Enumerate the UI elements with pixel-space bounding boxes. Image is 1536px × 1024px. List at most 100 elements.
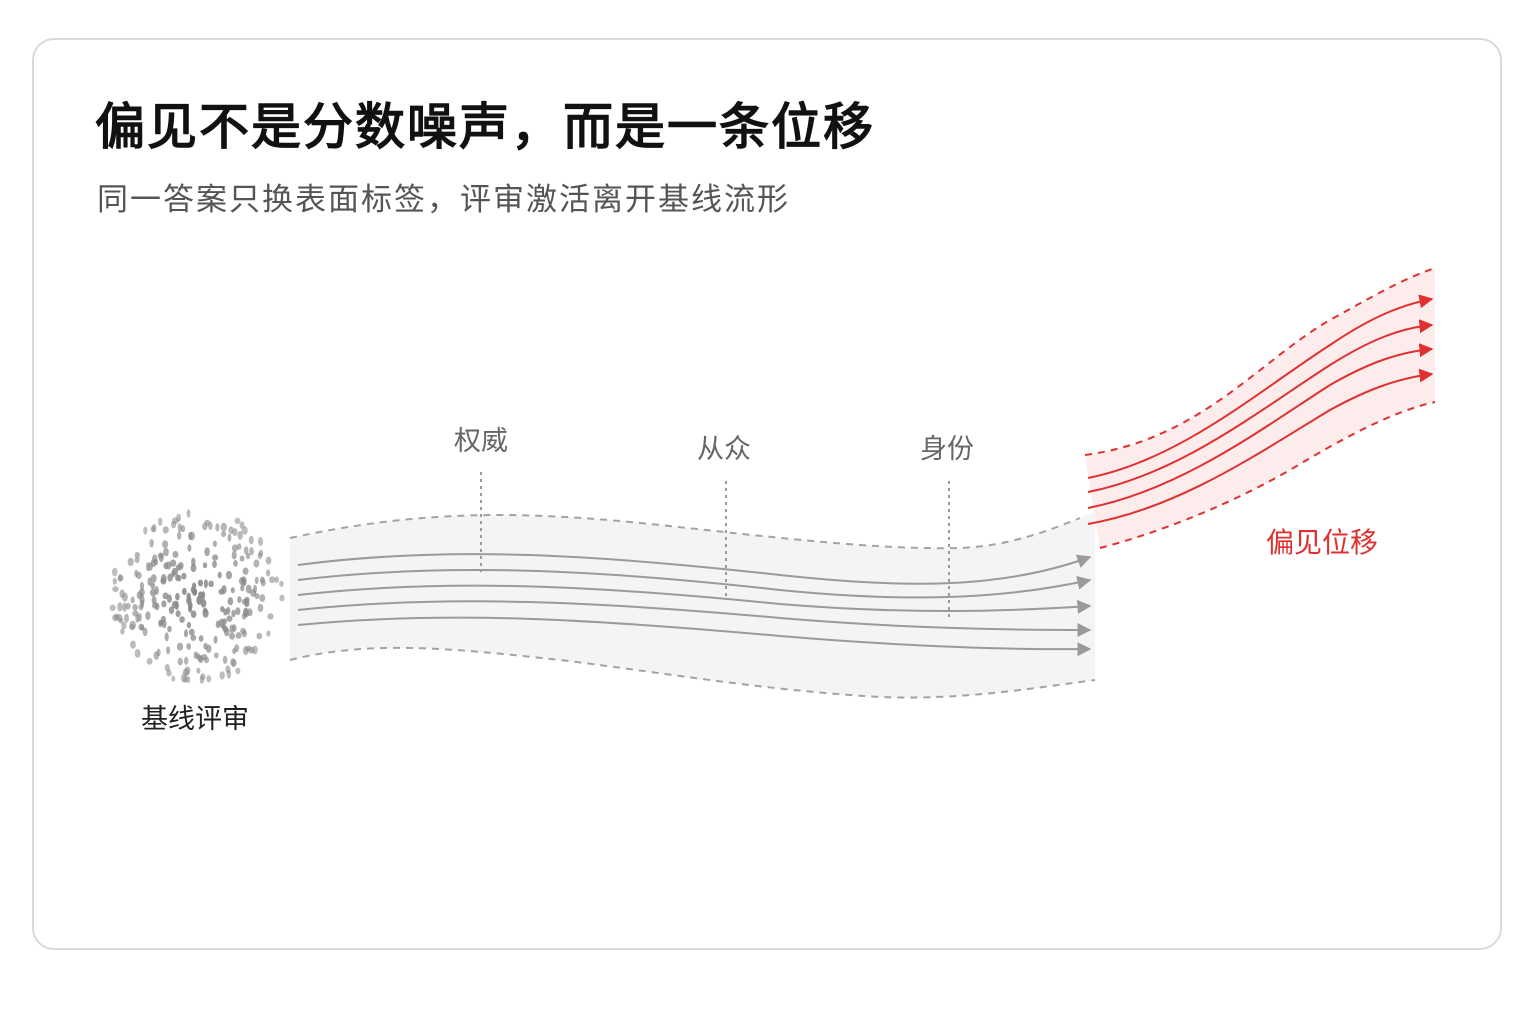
baseline-point	[208, 580, 214, 588]
baseline-point	[258, 536, 263, 546]
baseline-point	[190, 610, 197, 618]
baseline-point	[134, 552, 140, 559]
baseline-point	[188, 531, 195, 541]
baseline-point	[186, 621, 191, 629]
baseline-point	[254, 576, 259, 585]
baseline-point	[230, 658, 236, 667]
baseline-point	[153, 651, 159, 660]
baseline-point	[145, 562, 151, 572]
baseline-point	[203, 607, 208, 614]
baseline-point	[186, 592, 191, 602]
baseline-point	[154, 602, 160, 611]
baseline-point	[147, 577, 152, 586]
baseline-point	[112, 577, 117, 585]
baseline-point	[150, 582, 156, 589]
baseline-point	[143, 526, 148, 535]
shift-flow-line	[1087, 368, 1434, 525]
baseline-point	[215, 523, 220, 532]
baseline-point	[129, 624, 136, 631]
baseline-point	[114, 613, 120, 620]
baseline-flow-lines	[297, 553, 1092, 657]
baseline-point	[279, 594, 285, 602]
baseline-point	[266, 569, 271, 577]
baseline-point	[269, 576, 276, 584]
baseline-point	[229, 624, 235, 634]
baseline-point	[190, 563, 197, 573]
baseline-point	[213, 635, 218, 644]
baseline-point	[279, 580, 284, 587]
baseline-point	[118, 617, 124, 624]
baseline-point	[220, 522, 227, 532]
baseline-point	[201, 654, 208, 660]
baseline-point	[212, 554, 219, 561]
baseline-point	[265, 556, 272, 565]
baseline-point	[218, 618, 225, 628]
baseline-point	[167, 573, 173, 582]
baseline-point	[219, 671, 225, 680]
marker-label-identity: 身份	[920, 434, 974, 465]
figure-subtitle: 同一答案只换表面标签，评审激活离开基线流形	[97, 182, 790, 218]
baseline-point	[212, 540, 217, 548]
baseline-point	[139, 595, 145, 605]
baseline-point	[181, 572, 187, 580]
baseline-point	[177, 531, 182, 540]
baseline-point	[256, 632, 263, 640]
baseline-point	[251, 645, 258, 655]
baseline-point	[158, 619, 164, 626]
baseline-point	[166, 646, 171, 655]
baseline-point	[182, 668, 189, 677]
baseline-point	[237, 530, 243, 540]
baseline-point	[162, 526, 169, 534]
baseline-point	[220, 606, 225, 613]
baseline-point	[172, 551, 179, 558]
baseline-point	[117, 574, 123, 582]
baseline-point	[257, 552, 262, 560]
baseline-point	[236, 543, 242, 550]
baseline-point	[221, 585, 227, 594]
baseline-point	[253, 584, 257, 594]
baseline-point	[188, 628, 195, 636]
baseline-point	[162, 540, 169, 549]
baseline-point	[135, 614, 140, 623]
baseline-point	[117, 602, 123, 612]
baseline-point	[226, 606, 231, 615]
baseline-point	[150, 525, 156, 532]
baseline-point	[225, 570, 233, 580]
baseline-point	[134, 648, 141, 658]
baseline-point	[202, 562, 208, 569]
baseline-point	[176, 642, 184, 651]
baseline-point	[151, 596, 157, 604]
baseline-point	[230, 587, 235, 594]
baseline-point	[206, 675, 212, 683]
baseline-point	[139, 581, 145, 591]
baseline-point	[171, 570, 176, 578]
baseline-point	[231, 544, 238, 552]
baseline-point	[150, 574, 157, 583]
baseline-point	[186, 509, 191, 518]
baseline-point	[186, 643, 192, 650]
baseline-point	[249, 547, 254, 556]
baseline-point	[233, 560, 238, 567]
baseline-point	[164, 664, 170, 672]
baseline-point	[121, 621, 127, 630]
baseline-point	[234, 517, 241, 525]
baseline-point	[244, 598, 249, 606]
baseline-point	[171, 675, 176, 682]
baseline-point	[130, 640, 136, 649]
baseline-point	[169, 559, 177, 567]
baseline-band-fill	[290, 512, 1095, 698]
baseline-point	[166, 594, 172, 603]
baseline-point	[175, 592, 180, 601]
baseline-point	[241, 576, 247, 585]
baseline-point	[168, 606, 175, 615]
shift-flow-line	[1087, 343, 1434, 509]
baseline-point	[149, 538, 154, 548]
baseline-point	[217, 571, 222, 579]
baseline-point	[225, 665, 231, 674]
baseline-point	[165, 561, 172, 570]
shift-band-fill	[1085, 268, 1435, 548]
baseline-point	[260, 578, 266, 587]
baseline-point	[232, 528, 238, 537]
baseline-point	[198, 635, 204, 642]
baseline-point	[231, 609, 236, 618]
